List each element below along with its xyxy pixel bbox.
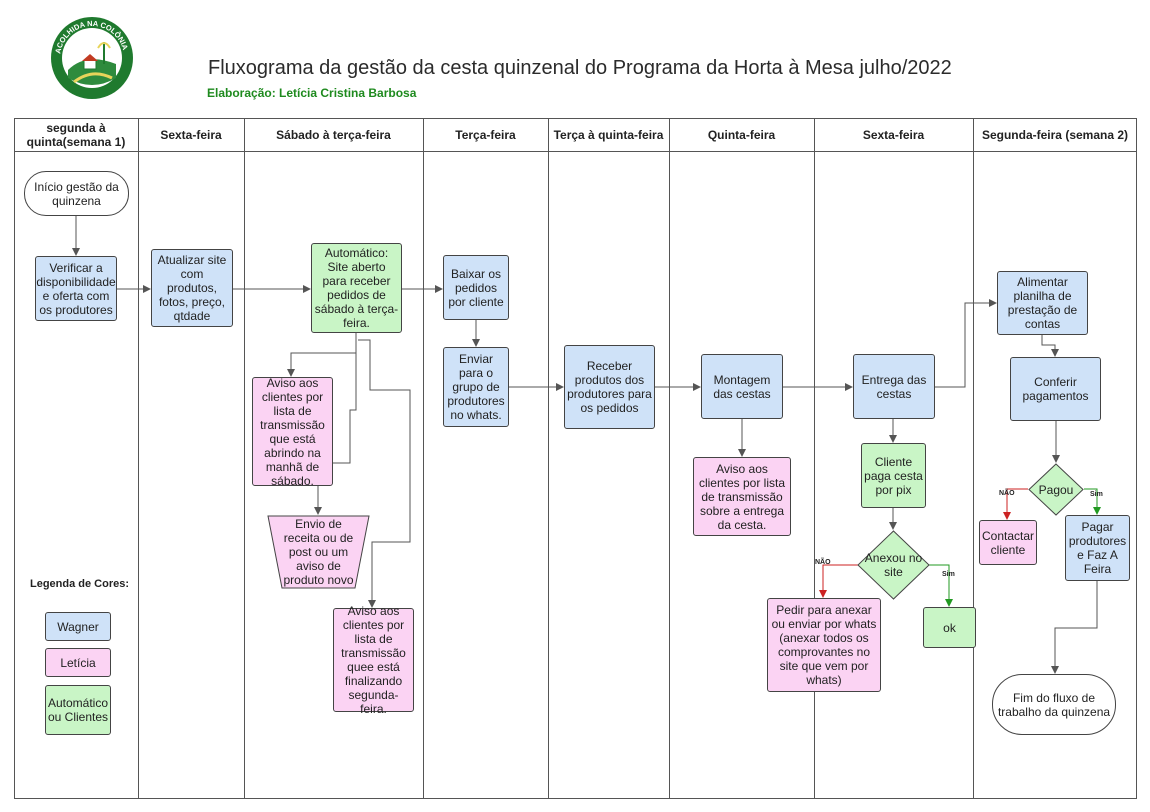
legend-wagner: Wagner [45,612,111,641]
lane-header-semana2: Segunda-feira (semana 2) [981,128,1129,142]
edge-label-anexou-yes: Sim [942,571,955,578]
node-pagar: Pagar produtores e Faz A Feira [1065,515,1130,581]
node-enviar: Enviar para o grupo de produtores no wha… [443,347,509,427]
node-alimentar: Alimentar planilha de prestação de conta… [997,271,1088,335]
edge-label-pagou-no: NÃO [999,490,1015,497]
lane-header-terca-quinta: Terça à quinta-feira [553,128,664,142]
node-automatico: Automático: Site aberto para receber ped… [311,243,402,333]
lane-divider [138,118,139,799]
legend-leticia: Letícia [45,648,111,677]
node-pagou-label: Pagou [1038,482,1074,497]
lane-header-terca: Terça-feira [455,128,516,142]
legend-auto: Automático ou Clientes [45,685,111,735]
lane-divider [669,118,670,799]
node-inicio: Início gestão da quinzena [24,171,129,216]
lane-header-sexta-2: Sexta-feira [862,128,925,142]
node-cliente-paga: Cliente paga cesta por pix [861,443,926,508]
node-conferir: Conferir pagamentos [1010,357,1101,421]
node-receber: Receber produtos dos produtores para os … [564,345,655,429]
page-subtitle: Elaboração: Letícia Cristina Barbosa [207,86,417,100]
node-anexou: Anexou no site [857,530,930,600]
legend-title: Legenda de Cores: [30,578,130,590]
lane-header-sabado-terca: Sábado à terça-feira [276,128,391,142]
diamond-shape [857,530,930,600]
lane-divider [423,118,424,799]
swimlane-frame [14,118,1137,799]
node-montagem: Montagem das cestas [701,354,783,419]
node-anexou-label: Anexou no site [864,551,923,579]
diamond-shape [1028,463,1084,516]
lane-divider [244,118,245,799]
node-verificar: Verificar a disponibilidade e oferta com… [35,256,117,321]
lane-divider [973,118,974,799]
node-aviso-finalizando: Aviso aos clientes por lista de transmis… [333,604,414,716]
node-atualizar: Atualizar site com produtos, fotos, preç… [151,249,233,327]
node-envio-receita: Envio de receita ou de post ou um aviso … [267,515,370,589]
lane-header-quinta: Quinta-feira [707,128,776,142]
node-pagou: Pagou [1028,463,1084,516]
lane-divider [814,118,815,799]
node-entrega: Entrega das cestas [853,354,935,419]
acolhida-logo: ACOLHIDA NA COLÔNIA [51,17,133,99]
lane-header-divider [14,151,1137,152]
node-pedir: Pedir para anexar ou enviar por whats (a… [767,598,881,692]
edge-label-anexou-no: NÃO [815,559,831,566]
trapezoid-shape [267,515,370,589]
node-aviso-entrega: Aviso aos clientes por lista de transmis… [693,457,791,536]
node-fim: Fim do fluxo de trabalho da quinzena [992,674,1116,735]
lane-header-semana1: segunda à quinta(semana 1) [26,121,126,149]
lane-divider [548,118,549,799]
node-baixar: Baixar os pedidos por cliente [443,255,509,320]
lane-header-sexta: Sexta-feira [160,128,222,142]
node-aviso-abrindo: Aviso aos clientes por lista de transmis… [252,376,333,488]
edge-label-pagou-yes: Sim [1090,491,1103,498]
node-contactar: Contactar cliente [979,520,1037,565]
page-title: Fluxograma da gestão da cesta quinzenal … [208,57,952,79]
node-envio-receita-label: Envio de receita ou de post ou um aviso … [283,517,354,587]
node-ok: ok [923,607,976,648]
